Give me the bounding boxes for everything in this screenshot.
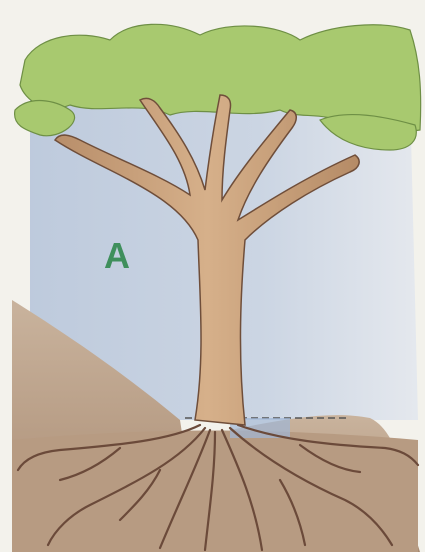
region-a-label: A (104, 238, 130, 274)
